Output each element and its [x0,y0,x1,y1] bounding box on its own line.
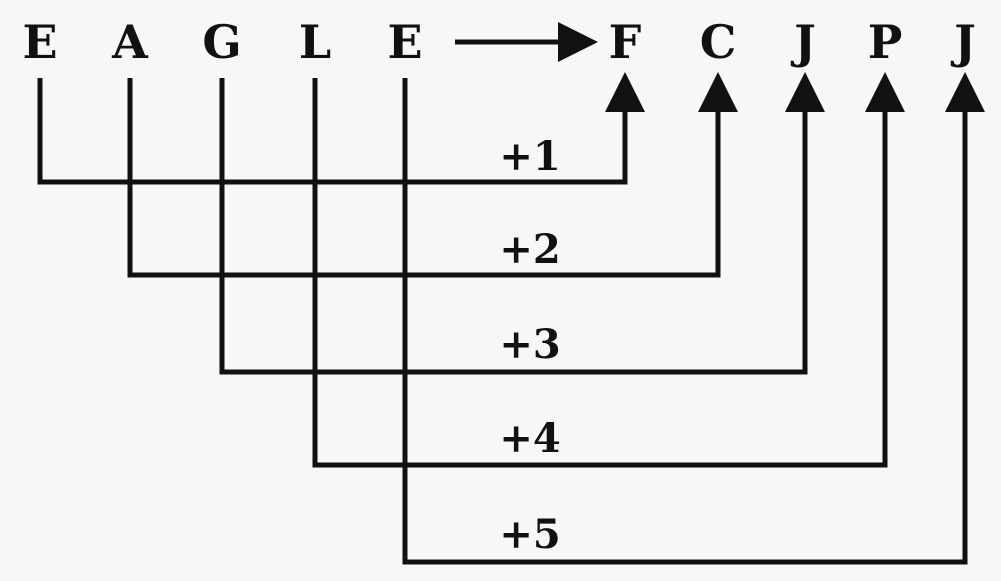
shift-label: +2 [499,226,560,273]
shift-label: +1 [499,133,560,180]
shift-label: +5 [499,511,560,558]
shift-connector [127,72,738,278]
shift-connector [312,72,905,468]
shift-label: +4 [499,415,560,462]
target-letter: F [609,15,642,69]
source-letter: G [202,15,241,69]
shift-connector [402,72,985,565]
target-letter: J [950,15,976,69]
shift-connector [37,72,645,185]
source-letter: E [22,15,57,69]
source-letter: L [299,15,331,69]
source-letter: E [387,15,422,69]
shift-label: +3 [499,321,560,368]
source-letter: A [111,15,149,69]
target-letter: P [868,15,903,69]
target-letter: C [700,15,737,69]
shift-connector [219,72,825,375]
target-letter: J [790,15,816,69]
